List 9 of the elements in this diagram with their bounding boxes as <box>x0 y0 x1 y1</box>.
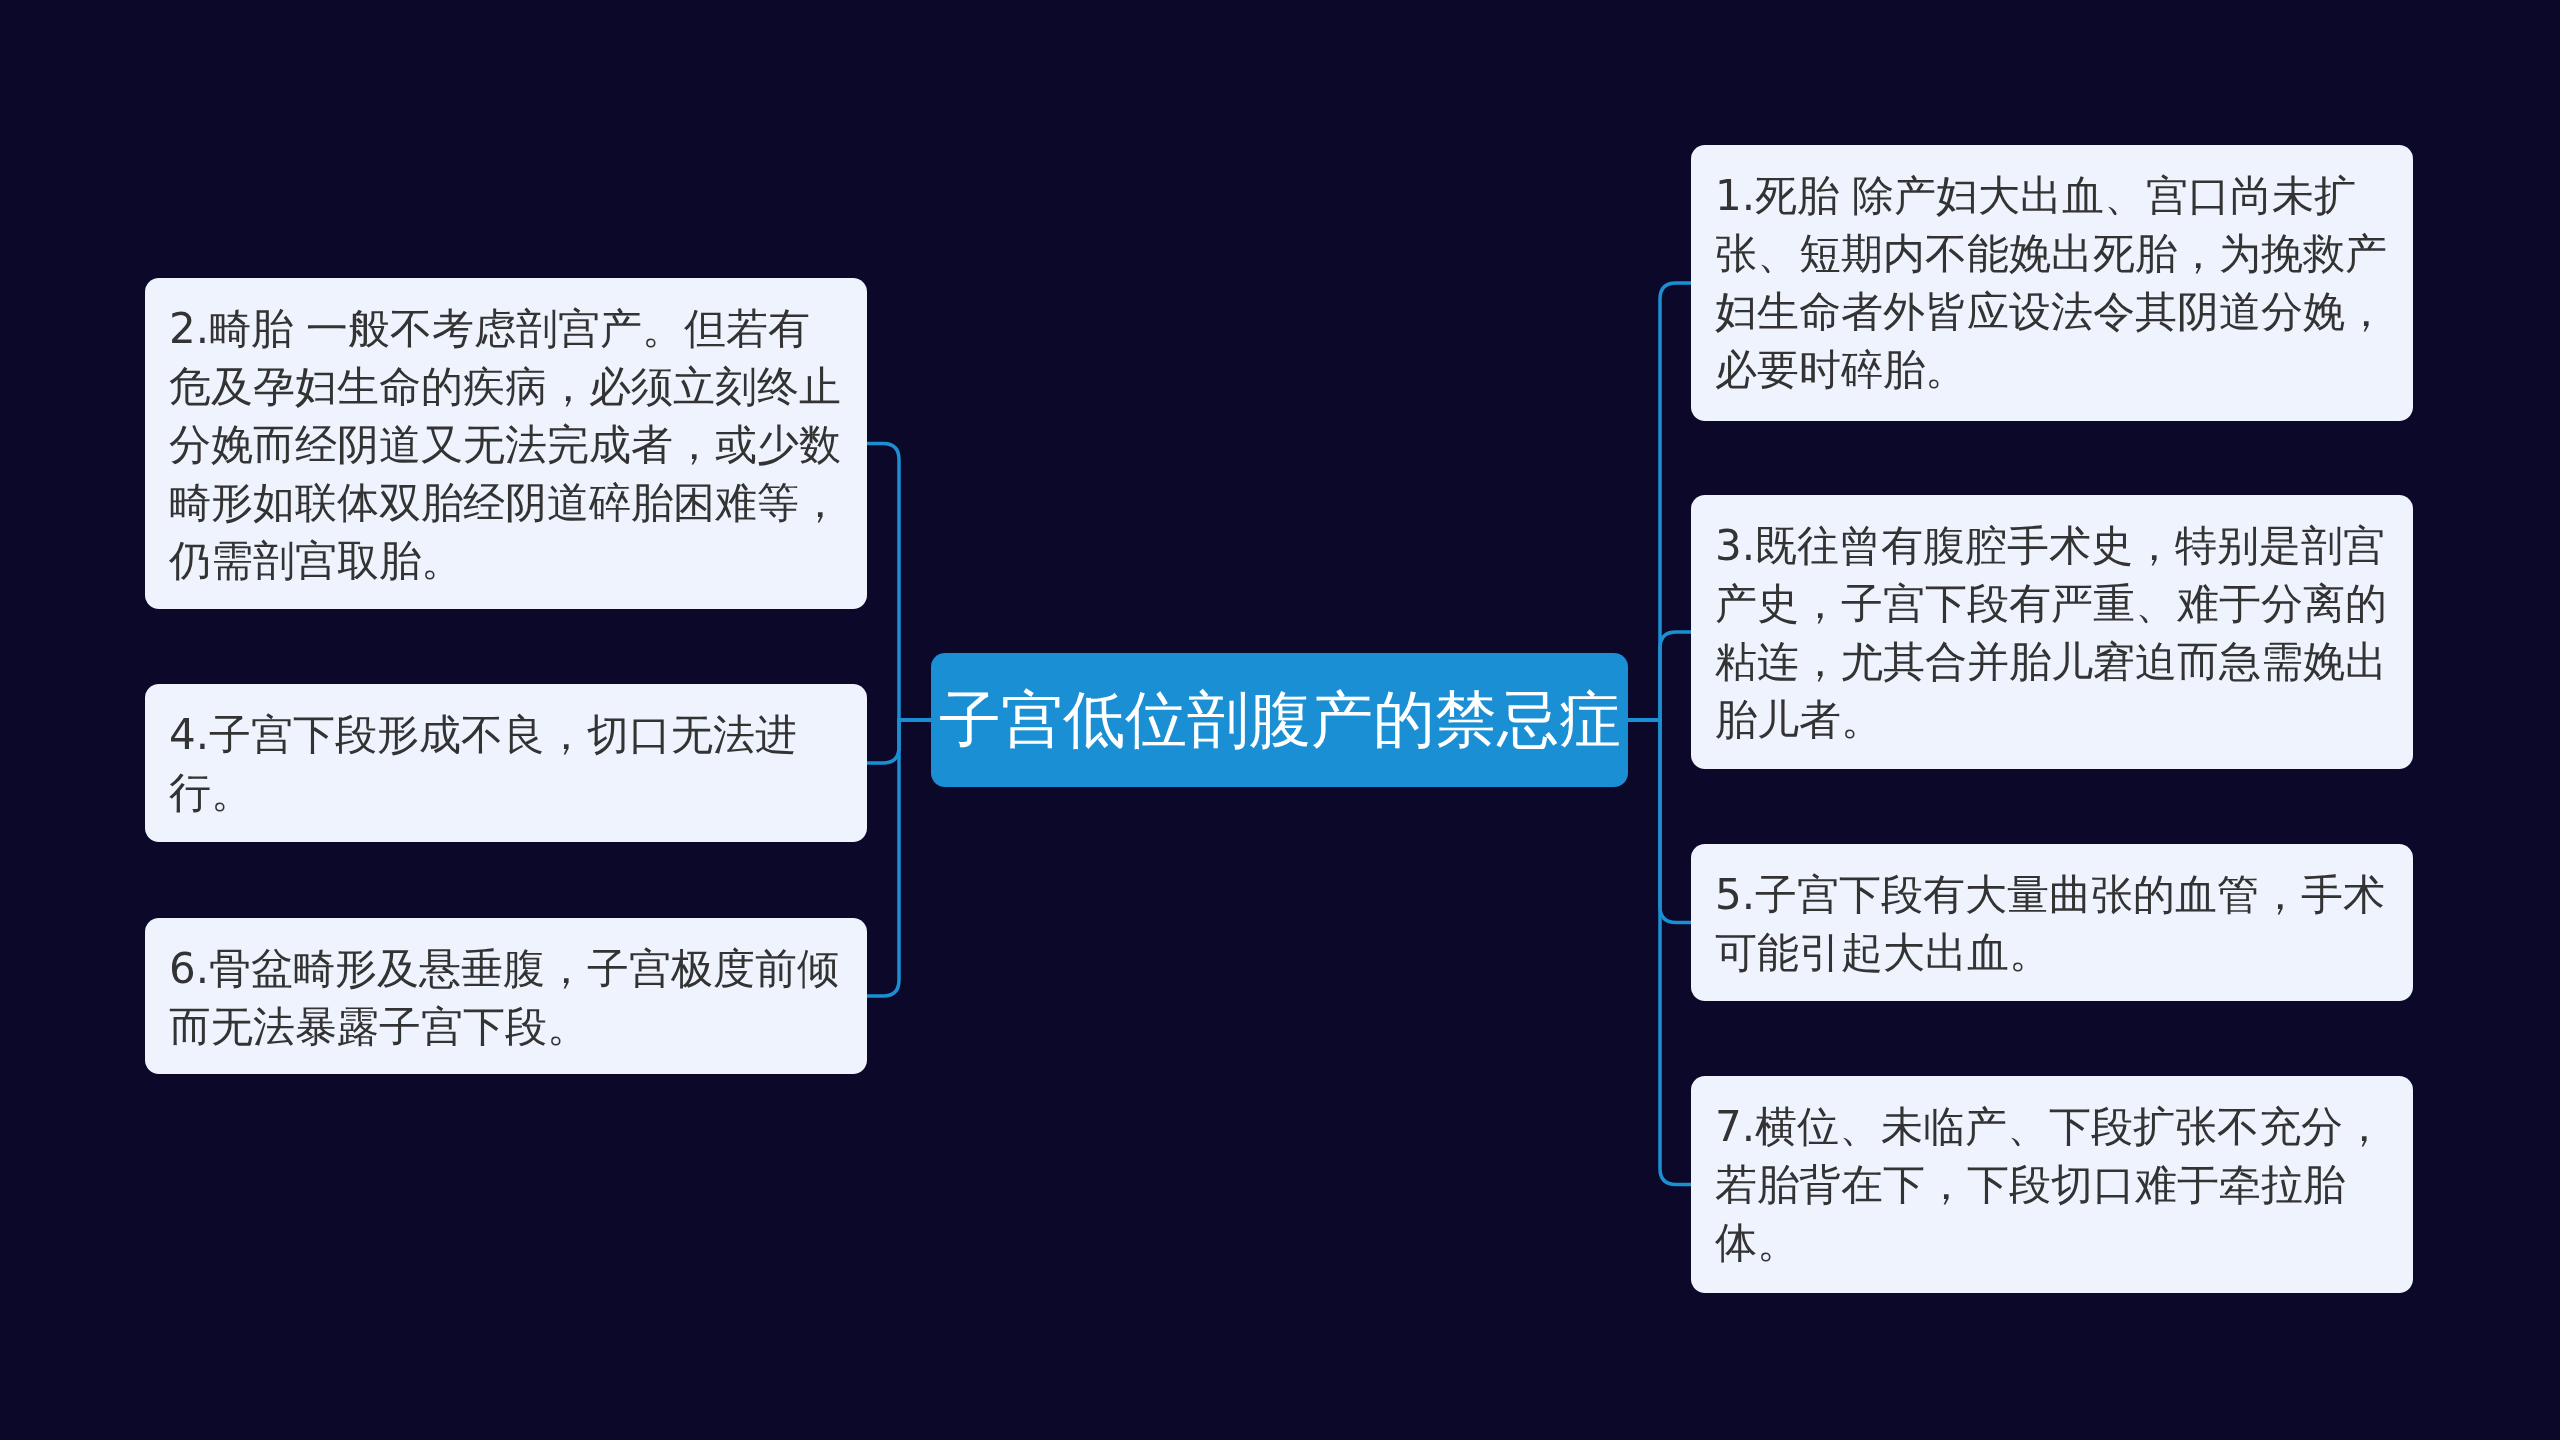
topic-box: 6.骨盆畸形及悬垂腹，子宫极度前倾而无法暴露子宫下段。 <box>145 918 867 1074</box>
topic-box: 4.子宫下段形成不良，切口无法进行。 <box>145 684 867 842</box>
topic-box: 3.既往曾有腹腔手术史，特别是剖宫产史，子宫下段有严重、难于分离的粘连，尤其合并胎儿窘迫而急需娩出胎儿者。 <box>1691 495 2413 769</box>
topic-box: 2.畸胎 一般不考虑剖宫产。但若有危及孕妇生命的疾病，必须立刻终止分娩而经阴道又无法完成者，或少数畸形如联体双胎经阴道碎胎困难等，仍需剖宫取胎。 <box>145 278 867 609</box>
topic-box: 7.横位、未临产、下段扩张不充分，若胎背在下，下段切口难于牵拉胎体。 <box>1691 1076 2413 1293</box>
central-topic: 子宫低位剖腹产的禁忌症 <box>931 653 1628 787</box>
connector-line <box>1628 718 1691 1187</box>
topic-box: 5.子宫下段有大量曲张的血管，手术可能引起大出血。 <box>1691 844 2413 1001</box>
topic-box: 1.死胎 除产妇大出血、宫口尚未扩张、短期内不能娩出死胎，为挽救产妇生命者外皆应设法令其阴道分娩，必要时碎胎。 <box>1691 145 2413 421</box>
